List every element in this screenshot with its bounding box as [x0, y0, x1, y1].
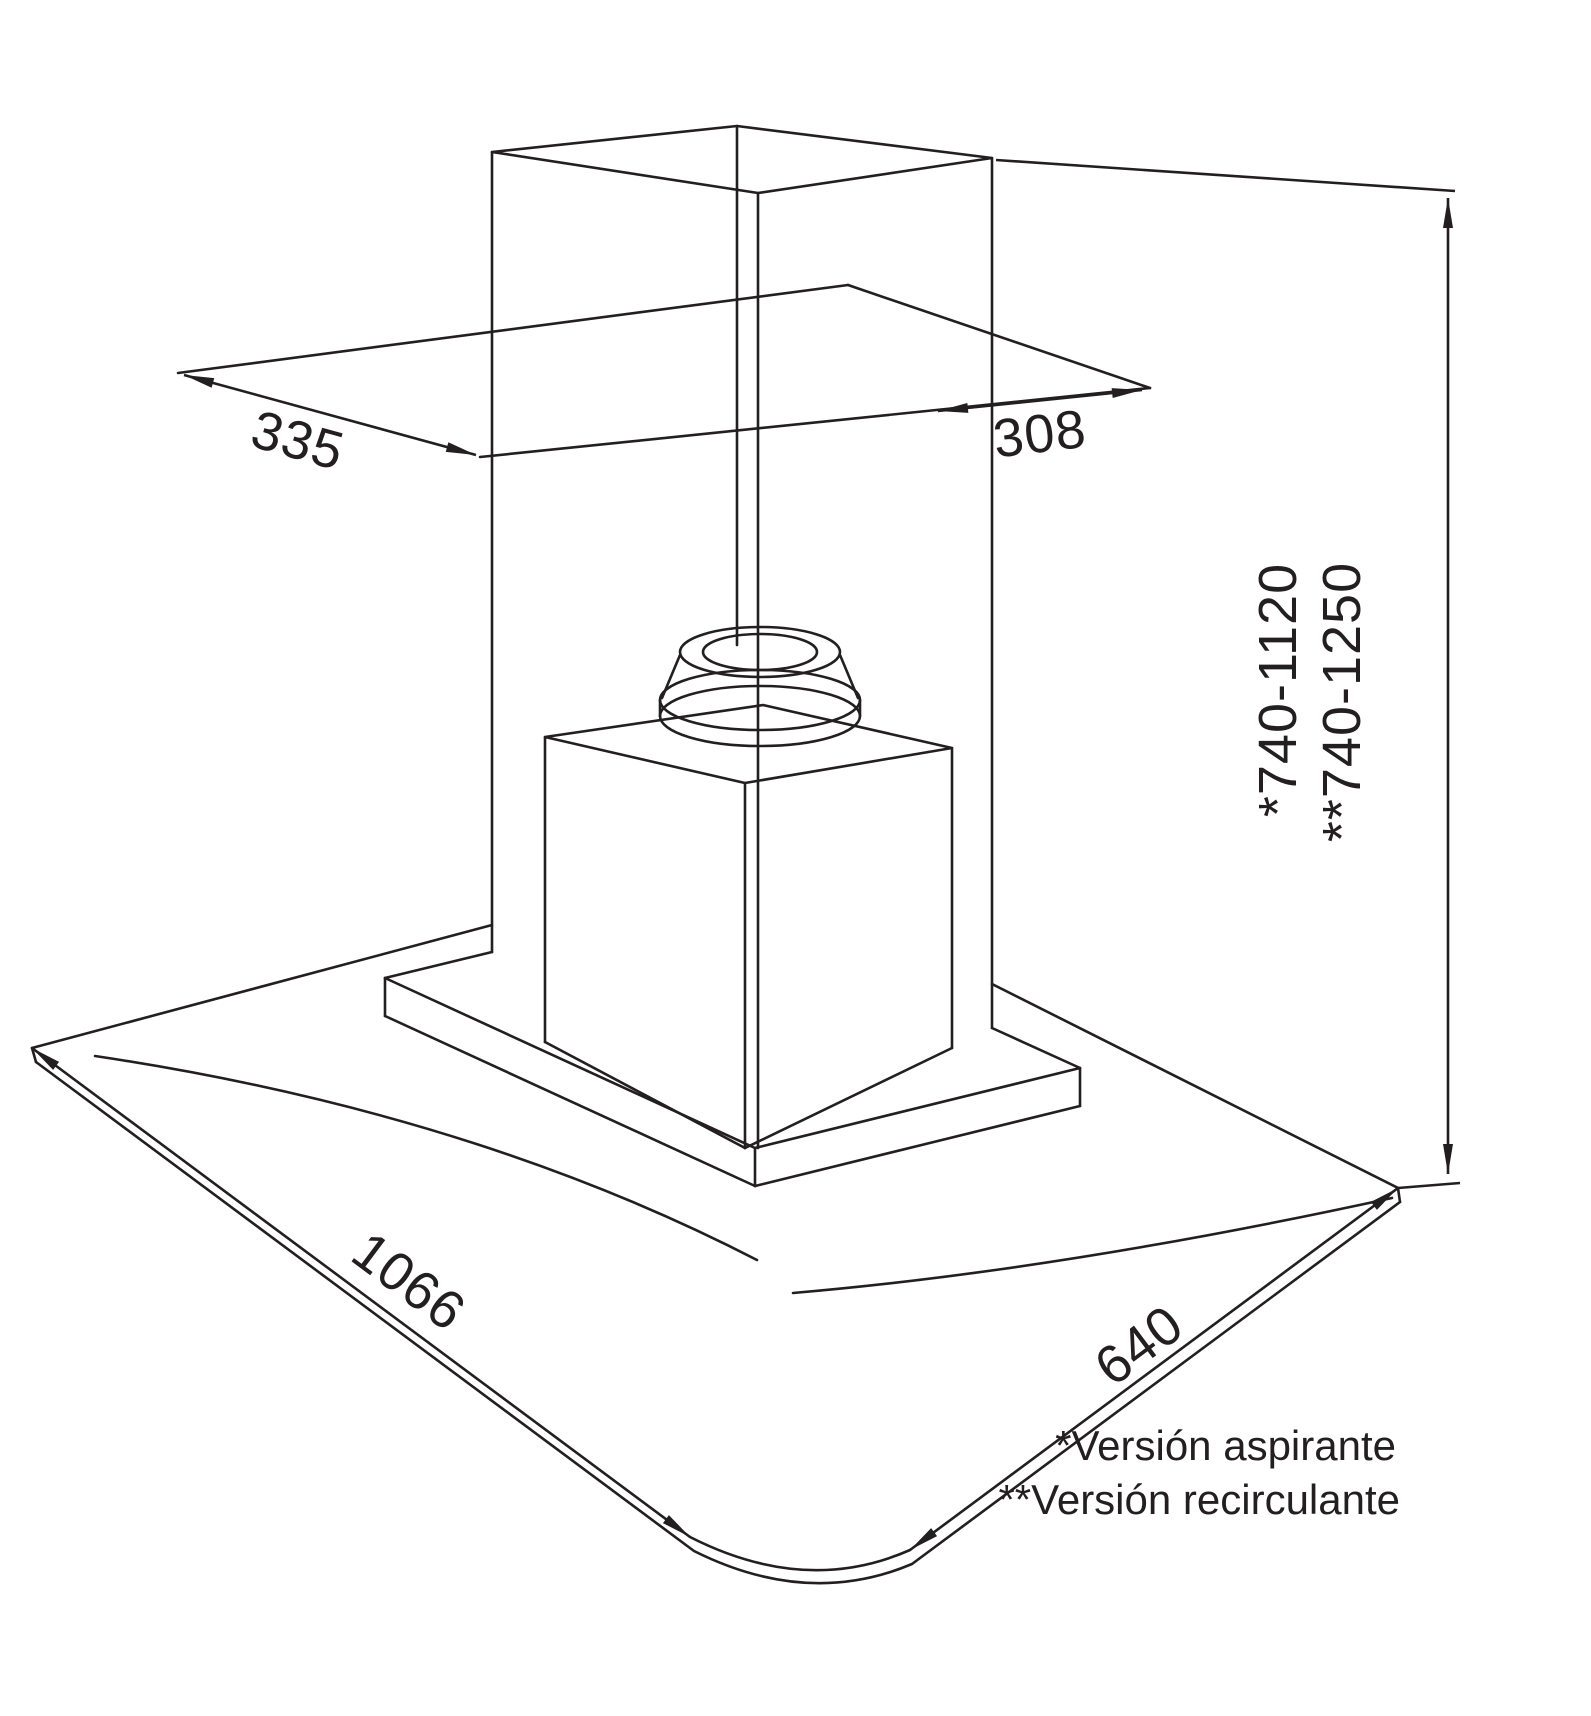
mounting-plane [176, 283, 1152, 459]
plane-back-right-edge [846, 283, 1152, 390]
chimney-duct [490, 124, 994, 1150]
dim-height-recirculating-label: **740-1250 [1312, 562, 1372, 842]
duct-collar [658, 625, 862, 748]
hood-body-platform [383, 950, 1082, 1188]
platform-bottom-right-edge [753, 1104, 1082, 1188]
chimney-top-face [490, 124, 994, 195]
dimension-line-640 [909, 1186, 1399, 1552]
glass-back-right-edge [990, 982, 1400, 1190]
dimension-labels: 335 308 1066 640 *740-1120 **740-1250 [245, 399, 1372, 1398]
height-reference-bottom [1397, 1181, 1461, 1190]
platform-front-right-edge [753, 1066, 1082, 1150]
collar-taper-left [660, 653, 682, 700]
dimension-lines [31, 158, 1461, 1552]
collar-pipe-outer-rim [678, 625, 842, 679]
platform-bottom-left-edge [383, 1014, 757, 1188]
collar-pipe-inner-rim [701, 632, 819, 672]
dim-308-label: 308 [990, 399, 1090, 470]
dim-640-label: 640 [1084, 1294, 1194, 1398]
footnote-recirculating: **Versión recirculante [998, 1476, 1400, 1523]
motor-box [543, 703, 954, 1150]
platform-front-left-edge [383, 976, 757, 1150]
motor-box-bottom-left-edge [543, 1040, 747, 1150]
collar-taper-right [838, 653, 860, 700]
glass-curve-right [791, 1196, 1394, 1295]
dim-335-label: 335 [245, 399, 351, 482]
dim-height-ducted-label: *740-1120 [1248, 563, 1308, 817]
collar-flange-top [658, 668, 862, 732]
glass-curve-left [93, 1054, 759, 1262]
platform-back-right-edge [990, 1026, 1082, 1070]
dimension-line-308 [937, 388, 1143, 413]
glass-thickness-edge [34, 1060, 1402, 1585]
motor-box-bottom-right-edge [743, 1046, 954, 1150]
footnote-ducted: *Versión aspirante [1055, 1422, 1396, 1469]
glass-right-corner-tick [1396, 1186, 1402, 1204]
glass-back-left-edge [30, 923, 494, 1050]
dimension-line-335 [183, 373, 477, 457]
motor-box-top-face [543, 703, 954, 785]
footnotes: *Versión aspirante **Versión recirculant… [998, 1422, 1400, 1523]
glass-front-corner-arc [688, 1535, 912, 1572]
dim-1066-label: 1066 [341, 1220, 476, 1342]
plane-back-left-edge [176, 283, 850, 375]
height-reference-top [995, 158, 1456, 193]
dimension-line-1066 [31, 1046, 691, 1539]
platform-back-left-edge [383, 950, 494, 980]
